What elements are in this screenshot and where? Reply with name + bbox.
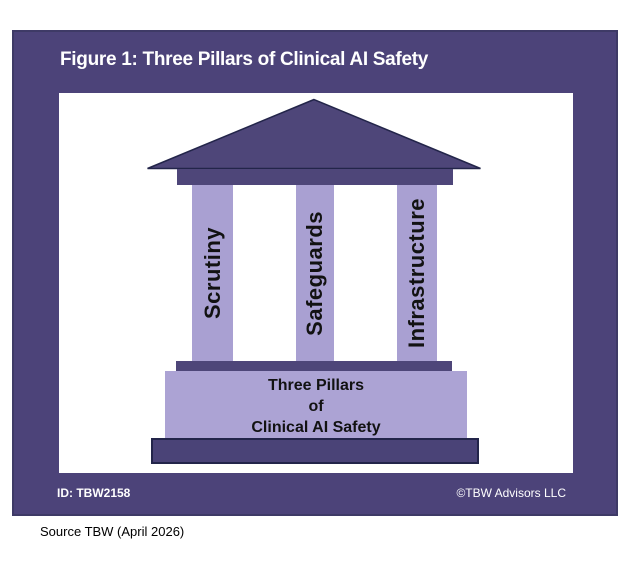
pillar-scrutiny: Scrutiny [192,185,233,361]
diagram-canvas: Scrutiny Safeguards Infrastructure Three… [59,93,573,473]
base-box-line-1: Three Pillars [267,377,365,394]
temple-base-plinth-bar [151,438,479,464]
copyright-label: ©TBW Advisors LLC [456,486,566,500]
pillar-infrastructure: Infrastructure [397,185,437,361]
temple-roof-icon [147,98,481,170]
pillar-safeguards: Safeguards [296,185,334,361]
temple-entablature [177,169,453,185]
figure-frame: Figure 1: Three Pillars of Clinical AI S… [12,30,618,516]
base-box-line-2: of [308,398,324,415]
pillar-safeguards-label: Safeguards [302,210,327,336]
base-box-line-3: Clinical AI Safety [251,419,381,436]
source-caption: Source TBW (April 2026) [40,524,185,539]
pillar-infrastructure-label: Infrastructure [404,197,429,349]
pillar-scrutiny-label: Scrutiny [199,226,225,320]
temple-base-box: Three Pillars of Clinical AI Safety [165,371,467,438]
figure-title: Figure 1: Three Pillars of Clinical AI S… [60,49,429,70]
figure-id-label: ID: TBW2158 [57,486,131,500]
temple-base-cap-bar [176,361,452,371]
